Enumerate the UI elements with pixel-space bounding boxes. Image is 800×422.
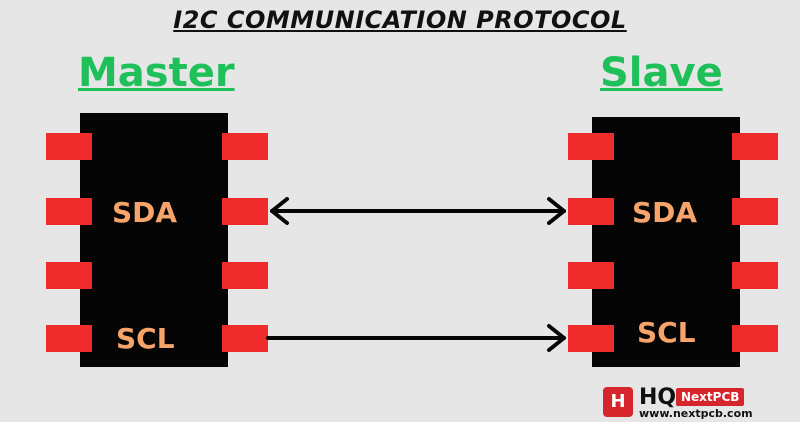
diagram-title: I2C COMMUNICATION PROTOCOL — [173, 6, 627, 34]
slave-pin-8 — [732, 133, 778, 160]
master-pin-1 — [46, 133, 92, 160]
master-scl-label: SCL — [116, 322, 175, 355]
master-pin-3 — [46, 262, 92, 289]
slave-pin-5 — [732, 325, 778, 352]
master-scl-pin — [222, 325, 268, 352]
slave-pin-6 — [732, 262, 778, 289]
slave-heading: Slave — [600, 50, 723, 96]
master-pin-8 — [222, 133, 268, 160]
logo-mark: H — [610, 391, 626, 412]
master-sda-label: SDA — [112, 196, 178, 229]
slave-pin-3 — [568, 262, 614, 289]
slave-chip — [592, 117, 740, 367]
sda-arrowhead-right — [547, 197, 566, 225]
logo-brand: HQ — [639, 385, 677, 410]
nextpcb-logo-icon: H — [603, 387, 633, 417]
master-pin-6 — [222, 262, 268, 289]
master-pin-4 — [46, 325, 92, 352]
slave-pin-1 — [568, 133, 614, 160]
logo-badge: NextPCB — [676, 388, 745, 406]
master-pin-2 — [46, 198, 92, 225]
slave-sda-label: SDA — [632, 196, 698, 229]
sda-arrowhead-left — [270, 197, 289, 225]
master-sda-pin — [222, 198, 268, 225]
nextpcb-logo: H HQ NextPCB www.nextpcb.com — [603, 385, 773, 420]
slave-pin-7 — [732, 198, 778, 225]
master-heading: Master — [78, 50, 235, 96]
slave-scl-pin — [568, 325, 614, 352]
master-chip — [80, 113, 228, 367]
slave-scl-label: SCL — [637, 316, 696, 349]
logo-url: www.nextpcb.com — [639, 407, 753, 420]
slave-sda-pin — [568, 198, 614, 225]
scl-arrowhead-right — [547, 324, 566, 352]
